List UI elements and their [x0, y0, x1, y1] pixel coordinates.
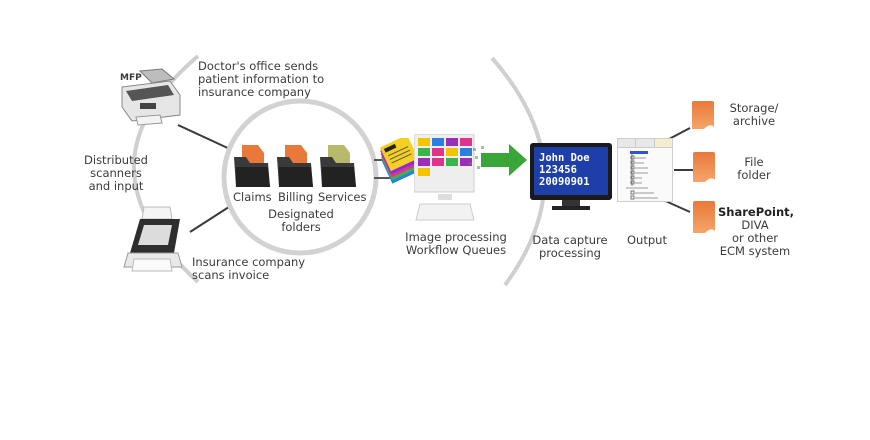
folder-label-claims: Claims: [233, 190, 272, 204]
insurance-caption: Insurance company scans invoice: [192, 256, 305, 282]
folder-claims: [232, 143, 272, 189]
tree-view-icon: [626, 151, 658, 200]
output-tab: [636, 139, 655, 147]
destination-label-bold: SharePoint,: [718, 205, 795, 219]
folder-icon: [234, 145, 270, 187]
folders-caption-line: Designated: [268, 207, 334, 221]
output-tabs: [618, 139, 672, 148]
destination-label-line: DIVA: [741, 218, 769, 232]
note-icon: [692, 101, 714, 129]
distributed-caption-line: scanners: [90, 166, 142, 180]
distributed-caption-line: and input: [88, 179, 144, 193]
mfp-device: [118, 65, 184, 127]
destination-sharepoint-label: SharePoint, DIVA or other ECM system: [718, 205, 795, 258]
note-icon: [693, 201, 715, 233]
data-capture-caption-line: Data capture: [532, 233, 608, 247]
destination-sharepoint-icon: [691, 201, 717, 235]
doctor-caption-line: insurance company: [198, 85, 311, 99]
image-processing-caption-line: Workflow Queues: [405, 243, 507, 257]
folder-services: [318, 143, 358, 189]
scanner-device: [122, 205, 192, 275]
doctor-caption-line: Doctor's office sends: [198, 59, 319, 73]
workflow-monitor-icon: [413, 133, 475, 221]
insurance-caption-line: Insurance company: [192, 255, 306, 269]
folder-icon: [320, 145, 356, 187]
output-tab: [654, 139, 672, 147]
folder-label-billing: Billing: [278, 190, 314, 204]
destination-label-line: folder: [737, 168, 771, 182]
destination-storage-icon: [690, 101, 716, 131]
workflow-monitor: [413, 133, 486, 226]
data-capture-caption-line: processing: [539, 246, 601, 260]
image-processing-caption: Image processing Workflow Queues: [400, 231, 512, 257]
document-stack-icon: [379, 134, 420, 184]
document-stack: [378, 134, 424, 186]
data-capture-monitor: John Doe 123456 20090901: [530, 143, 612, 213]
output-caption: Output: [627, 233, 667, 247]
insurance-caption-line: scans invoice: [192, 268, 270, 282]
destination-storage-label: Storage/ archive: [722, 102, 786, 128]
distributed-caption-line: Distributed: [84, 153, 148, 167]
destination-label-line: or other: [731, 231, 779, 245]
destination-folder-icon: [691, 152, 717, 184]
image-processing-caption-line: Image processing: [405, 230, 507, 244]
screen-line: 20090901: [539, 176, 590, 188]
mfp-icon: [121, 68, 181, 126]
monitor-base: [552, 206, 590, 210]
mfp-label: MFP: [120, 73, 142, 83]
folders-caption-line: folders: [281, 220, 321, 234]
folders-caption: Designated folders: [260, 208, 342, 234]
distributed-caption: Distributed scanners and input: [78, 154, 154, 193]
data-capture-caption: Data capture processing: [528, 234, 612, 260]
destination-label-line: File: [744, 155, 764, 169]
arrow-right-icon: [467, 144, 527, 176]
folder-icon: [277, 145, 313, 187]
monitor-stand: [562, 200, 580, 206]
green-arrow: [465, 140, 529, 180]
folder-billing: [275, 143, 315, 189]
mfp-connector: [177, 124, 233, 151]
monitor-screen: John Doe 123456 20090901: [534, 147, 608, 195]
destination-label-line: archive: [732, 114, 776, 128]
folder-label-services: Services: [318, 190, 367, 204]
scanner-icon: [123, 206, 183, 272]
doctor-caption: Doctor's office sends patient informatio…: [198, 60, 324, 99]
screen-line: John Doe: [539, 152, 590, 164]
scanner-connector: [189, 204, 233, 233]
doctor-caption-line: patient information to: [198, 72, 325, 86]
screen-line: 123456: [539, 164, 577, 176]
destination-label-line: ECM system: [719, 244, 791, 258]
note-icon: [693, 152, 715, 182]
destination-label-line: Storage/: [729, 101, 779, 115]
output-tab: [618, 139, 637, 147]
destination-folder-label: File folder: [722, 156, 786, 182]
output-panel: [617, 138, 673, 202]
